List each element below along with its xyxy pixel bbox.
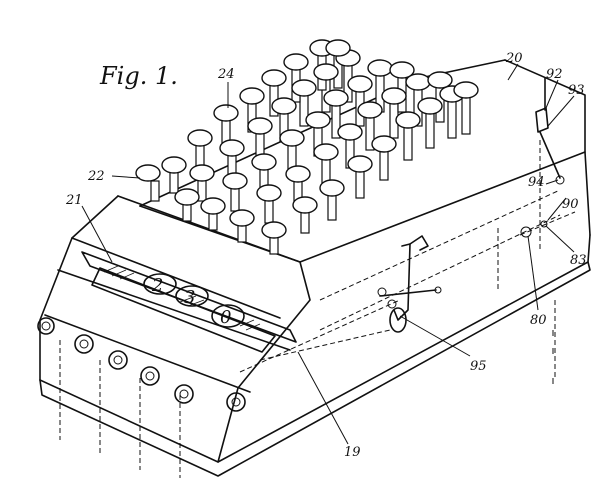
display-digit-3: 0 (220, 307, 231, 328)
front-knobs (37, 317, 246, 412)
ref-21: 21 (65, 193, 83, 208)
display-window: 2 3 0 (81, 251, 297, 353)
crank-lever (377, 235, 442, 333)
display-digit-1: 2 (151, 275, 163, 296)
display-digit-2: 3 (184, 287, 195, 308)
ref-22: 22 (87, 169, 105, 184)
ref-80: 80 (530, 313, 547, 328)
ref-93: 93 (568, 83, 585, 98)
figure-title: Fig. 1. (99, 62, 178, 90)
front-knob (74, 334, 94, 354)
ref-19: 19 (344, 445, 361, 460)
front-knob (140, 366, 160, 386)
ref-95: 95 (470, 359, 487, 374)
ref-83: 83 (570, 253, 587, 268)
keyboard-caps (135, 39, 479, 239)
ref-20: 20 (505, 51, 523, 66)
reference-numerals: 22 21 24 20 92 93 94 90 83 80 95 19 (65, 51, 587, 460)
front-knob (37, 317, 55, 335)
ref-90: 90 (562, 197, 579, 212)
front-knob (226, 392, 246, 412)
side-mechanism (520, 107, 565, 238)
front-knob (174, 384, 194, 404)
ref-92: 92 (546, 67, 563, 82)
ref-24: 24 (217, 67, 235, 82)
front-knob (108, 350, 128, 370)
ref-94: 94 (528, 175, 545, 190)
leader-lines (81, 63, 575, 445)
